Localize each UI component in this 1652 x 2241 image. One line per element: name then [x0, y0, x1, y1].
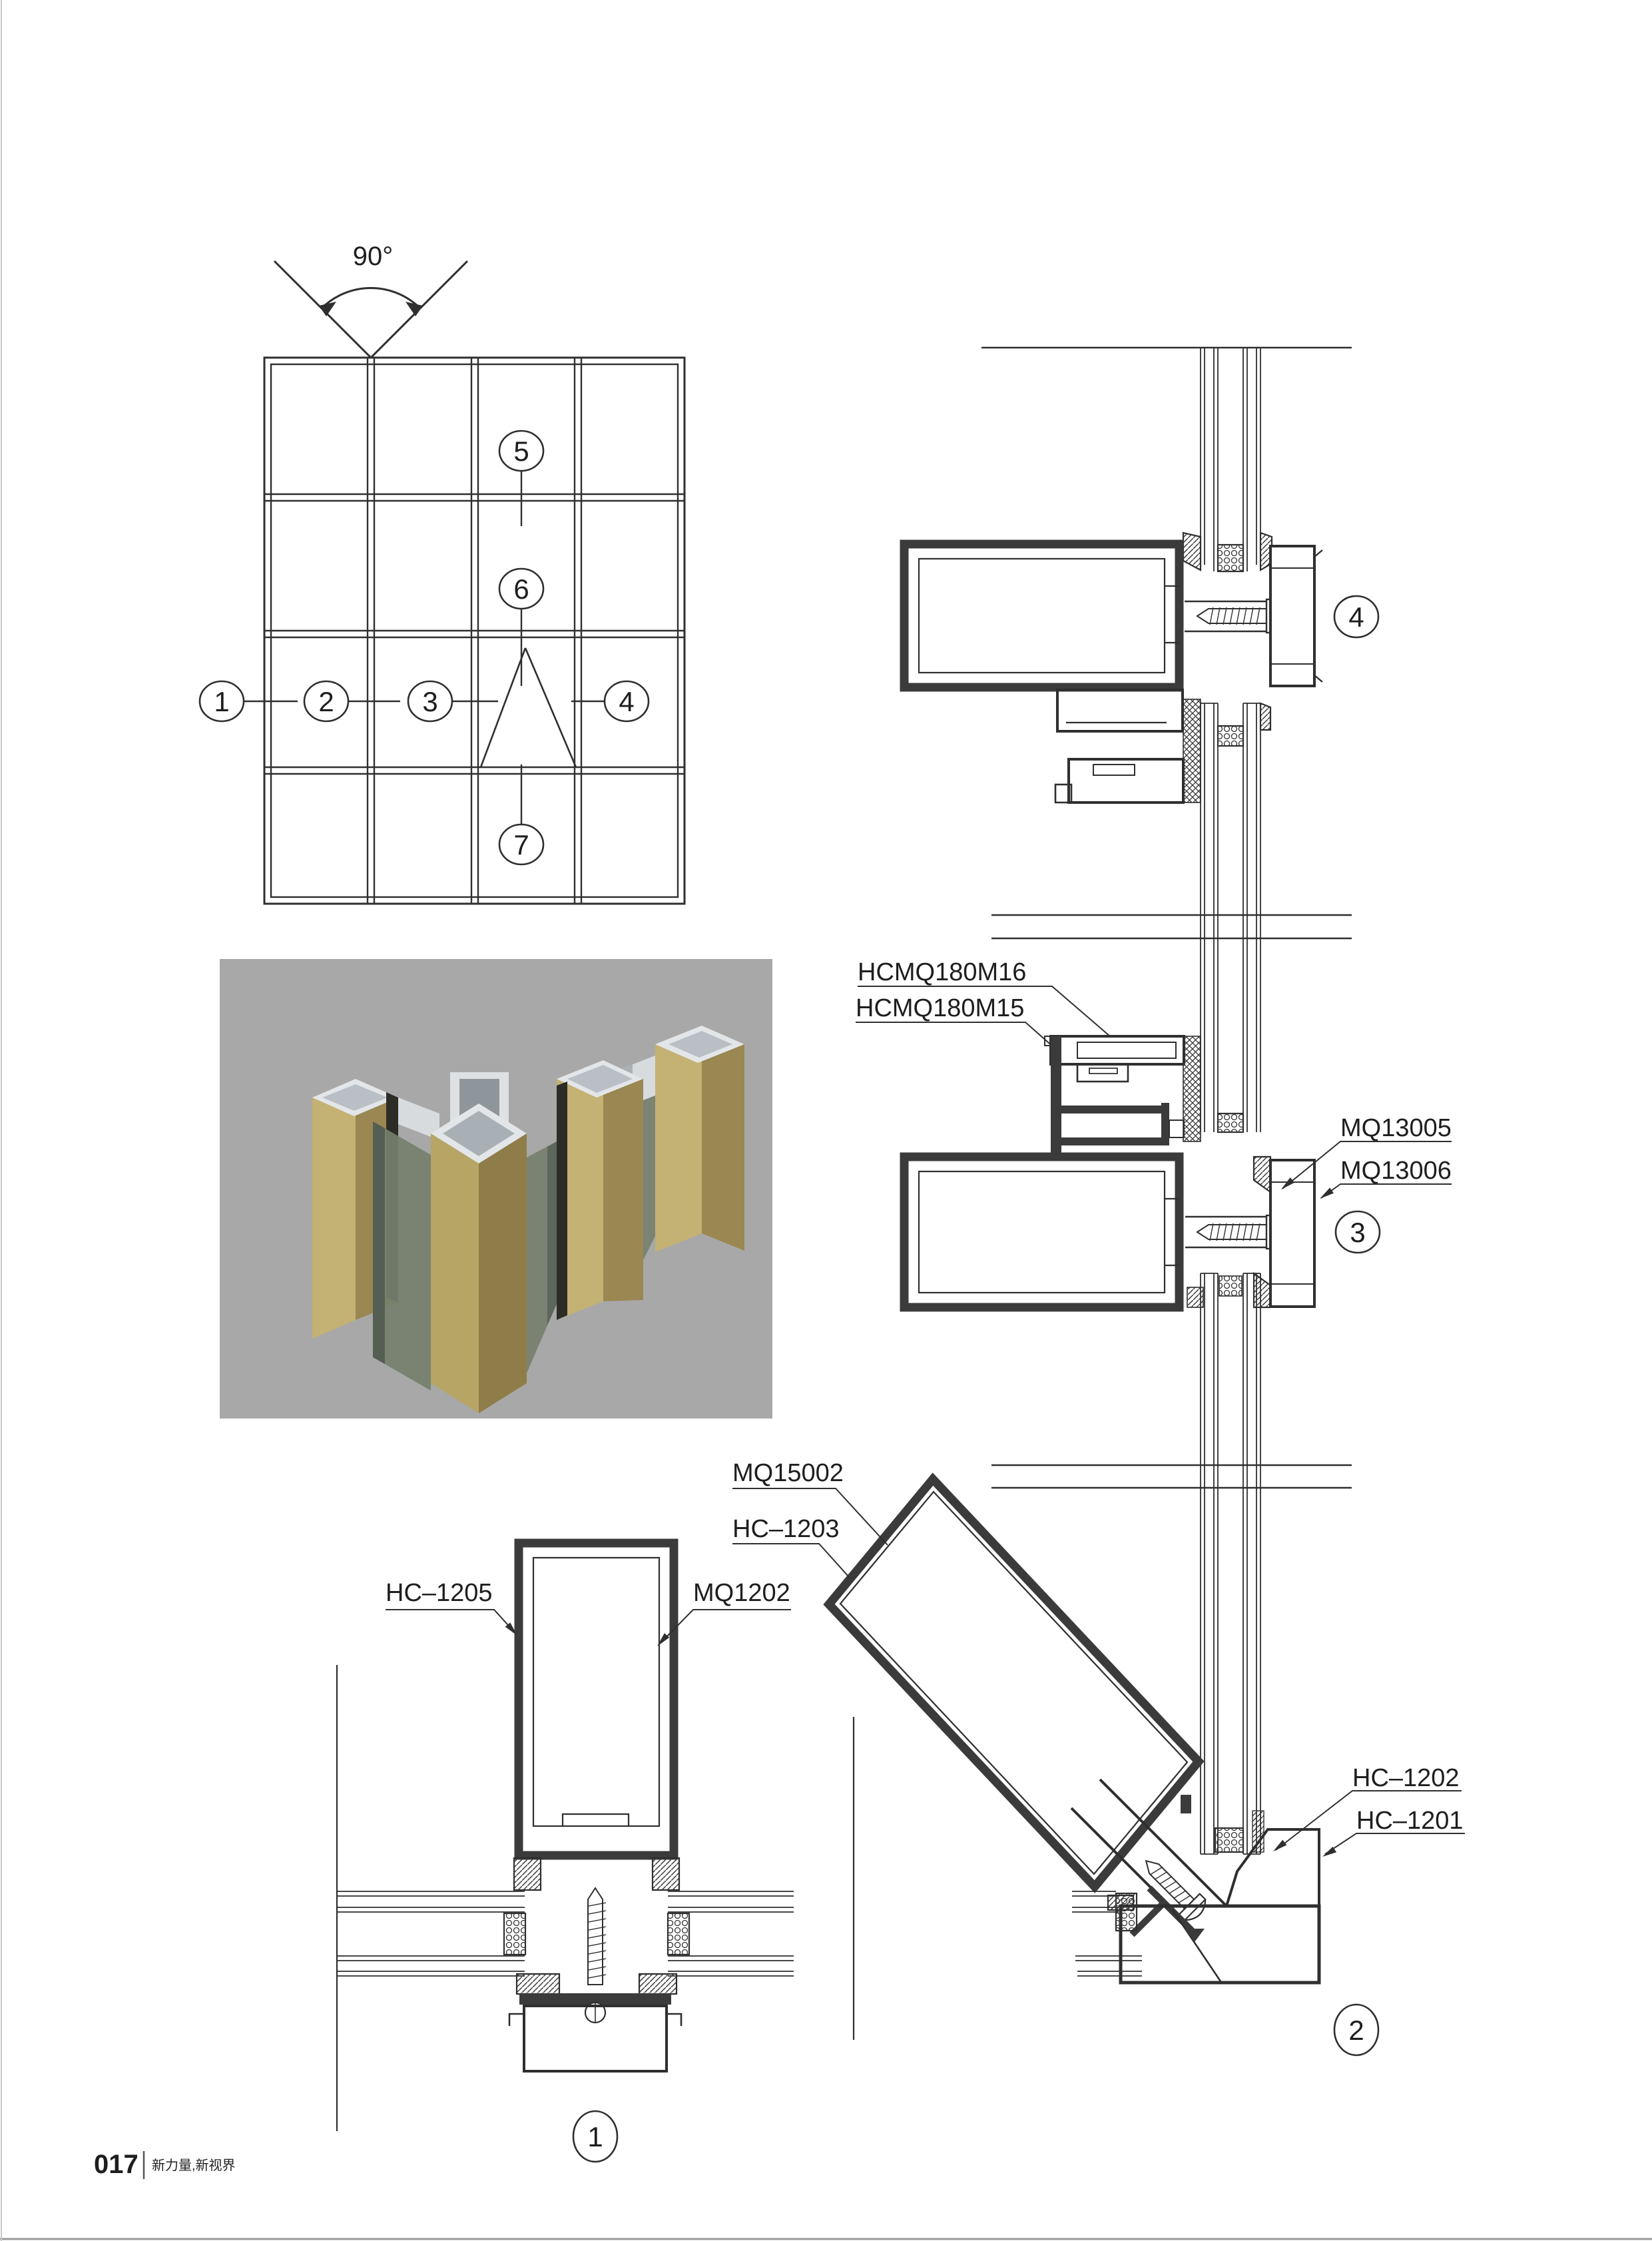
- label-mq13005: MQ13005: [1340, 1114, 1452, 1142]
- elevation-callouts: 1 2 3 4 5 6 7: [198, 430, 650, 866]
- footer-tagline: 新力量,新视界: [152, 2158, 236, 2173]
- section-2-detail: MQ15002 HC–1203 HC–1202 HC–1201: [732, 1459, 1465, 2057]
- callout-3: 3: [422, 686, 437, 717]
- page-number: 017: [94, 2150, 138, 2179]
- callout-5: 5: [513, 436, 529, 467]
- section-3-detail: HCMQ180M16 HCMQ180M15: [856, 958, 1452, 1855]
- label-hc1203: HC–1203: [732, 1515, 840, 1543]
- section2-callout: 2: [1348, 2015, 1364, 2046]
- render-image: [220, 959, 772, 1419]
- label-hc1202: HC–1202: [1352, 1764, 1460, 1792]
- label-mq15002: MQ15002: [732, 1459, 844, 1487]
- label-hcmq180m15: HCMQ180M15: [856, 994, 1024, 1022]
- label-hc1201: HC–1201: [1356, 1807, 1464, 1835]
- label-hc1205: HC–1205: [386, 1579, 493, 1607]
- callout-1: 1: [214, 686, 229, 717]
- section-1-detail: HC–1205 MQ1202 1: [336, 1538, 855, 2163]
- section-4-detail: 4: [900, 346, 1380, 1133]
- label-hcmq180m16: HCMQ180M16: [858, 958, 1026, 986]
- callout-2: 2: [318, 686, 334, 717]
- callout-6: 6: [513, 573, 529, 605]
- section4-callout: 4: [1348, 601, 1364, 633]
- callout-7: 7: [513, 829, 529, 860]
- elevation-triangle: [479, 647, 577, 768]
- callout-4: 4: [619, 686, 634, 717]
- section3-callout: 3: [1350, 1217, 1365, 1248]
- label-mq13006: MQ13006: [1340, 1157, 1452, 1185]
- elevation-diagram: 90° 1 2 3 4 5 6 7: [198, 242, 686, 905]
- angle-label: 90°: [353, 242, 394, 271]
- angle-annotation: 90°: [273, 242, 469, 359]
- section1-callout: 1: [587, 2121, 603, 2152]
- label-mq1202: MQ1202: [693, 1579, 790, 1607]
- reference-lines: [991, 914, 1352, 1489]
